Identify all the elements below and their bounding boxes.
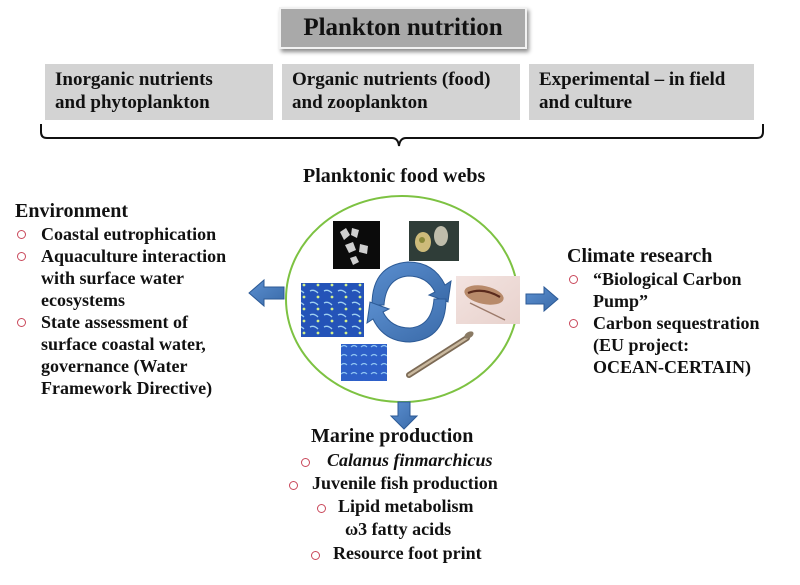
environment-item-line: surface coastal water, bbox=[41, 334, 206, 354]
arrow-left-icon bbox=[248, 278, 285, 308]
marine-item: Lipid metabolism bbox=[338, 496, 474, 516]
marine-item: Resource foot print bbox=[333, 543, 482, 563]
environment-item-line: Coastal eutrophication bbox=[41, 224, 217, 244]
copepod-image bbox=[456, 276, 520, 324]
bullet-icon bbox=[301, 458, 310, 467]
environment-item-line: with surface water bbox=[41, 268, 184, 288]
ciliates-micrograph-image bbox=[409, 221, 459, 261]
center-label: Planktonic food webs bbox=[303, 165, 486, 187]
climate-item-line: OCEAN-CERTAIN) bbox=[593, 357, 752, 377]
category-line: and phytoplankton bbox=[55, 92, 210, 113]
diatoms-blue-image bbox=[341, 344, 387, 381]
environment-heading: Environment bbox=[15, 200, 128, 222]
environment-item-line: Framework Directive) bbox=[41, 378, 213, 398]
environment-item-line: Aquaculture interaction bbox=[41, 246, 227, 266]
climate-item-line: “Biological Carbon bbox=[593, 269, 742, 289]
larvacean-image bbox=[406, 331, 474, 378]
climate-item-line: Carbon sequestration bbox=[593, 313, 760, 333]
category-experimental: Experimental – in field and culture bbox=[529, 64, 754, 120]
category-line: and zooplankton bbox=[292, 92, 428, 113]
phytoplankton-chains-blue-image bbox=[301, 283, 364, 337]
marine-item: Calanus finmarchicus bbox=[327, 450, 493, 470]
marine-item: Juvenile fish production bbox=[312, 473, 498, 493]
climate-item-line: (EU project: bbox=[593, 335, 690, 355]
bullet-icon bbox=[311, 551, 320, 560]
cycle-arrows-icon bbox=[366, 261, 452, 343]
bullet-icon bbox=[17, 252, 26, 261]
category-line: and culture bbox=[539, 92, 633, 113]
category-line: Experimental – in field bbox=[539, 69, 726, 90]
marine-heading: Marine production bbox=[311, 425, 474, 447]
environment-item: Coastal eutrophication bbox=[15, 223, 295, 245]
category-organic-nutrients: Organic nutrients (food) and zooplankton bbox=[282, 64, 520, 120]
climate-item-line: Pump” bbox=[593, 291, 649, 311]
category-inorganic-nutrients: Inorganic nutrients and phytoplankton bbox=[45, 64, 273, 120]
arrow-down-icon bbox=[389, 401, 419, 430]
bullet-icon bbox=[317, 504, 326, 513]
bullet-icon bbox=[569, 319, 578, 328]
bullet-icon bbox=[17, 230, 26, 239]
marine-item: ω3 fatty acids bbox=[345, 519, 452, 539]
category-line: Organic nutrients (food) bbox=[292, 69, 491, 90]
climate-heading: Climate research bbox=[567, 245, 713, 267]
environment-item-line: governance (Water bbox=[41, 356, 188, 376]
environment-item-line: ecosystems bbox=[41, 290, 125, 310]
grouping-brace bbox=[40, 124, 764, 147]
bullet-icon bbox=[289, 481, 298, 490]
arrow-right-icon bbox=[525, 285, 559, 313]
dinoflagellates-micrograph-image bbox=[333, 221, 380, 269]
bullet-icon bbox=[17, 318, 26, 327]
environment-item-line: State assessment of bbox=[41, 312, 188, 332]
category-line: Inorganic nutrients bbox=[55, 69, 213, 90]
diagram-title: Plankton nutrition bbox=[279, 7, 527, 49]
bullet-icon bbox=[569, 275, 578, 284]
climate-item: Carbon sequestration(EU project:OCEAN-CE… bbox=[567, 312, 797, 378]
